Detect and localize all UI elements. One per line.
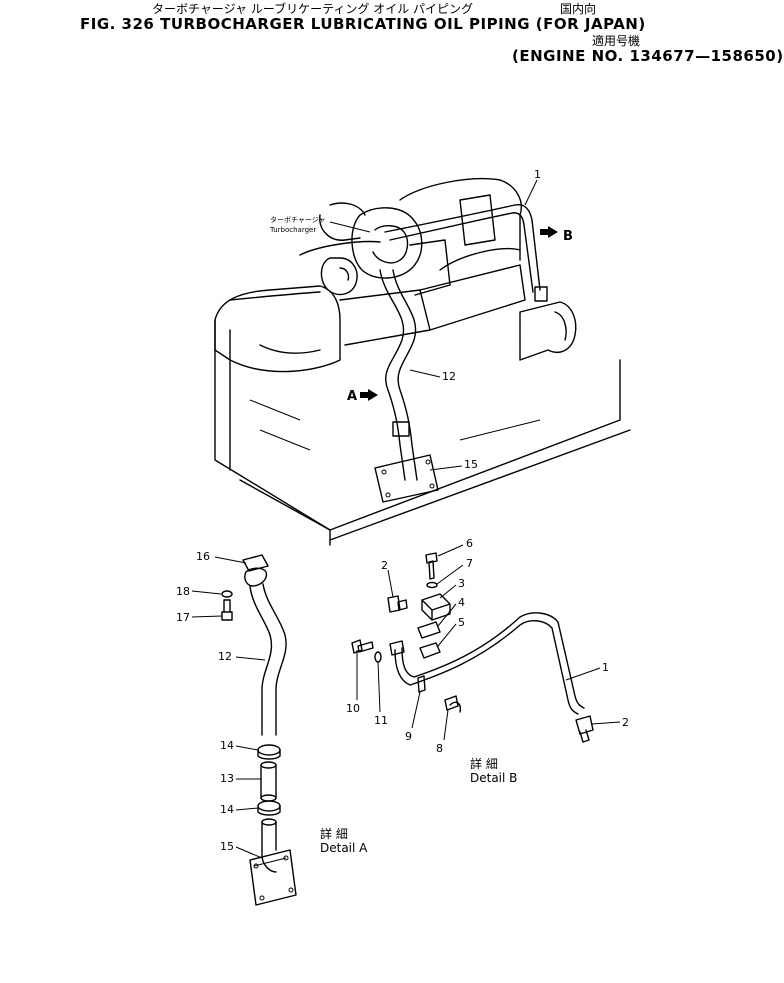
view-a-label: A [347,389,357,404]
callout-5-detail-b: 5 [458,616,465,629]
detail-b-caption-jp: 詳 細 [470,756,498,771]
callout-2-detail-b-upper: 2 [381,559,388,572]
detail-a-caption-en: Detail A [320,841,368,855]
detail-b-view: 6 7 2 3 4 5 1 10 11 9 8 2 詳 細 Detail B [346,537,629,785]
callout-1-detail-b: 1 [602,661,609,674]
engine-serial-range: (ENGINE NO. 134677—158650) [512,47,784,65]
callout-16-detail-a: 16 [196,550,210,563]
detail-a-view: 16 18 17 12 14 13 14 15 詳 細 Detail A [176,550,368,906]
view-b-arrow-icon [540,226,558,238]
callout-14-detail-a-bottom: 14 [220,803,234,816]
view-a-arrow-icon [360,389,378,401]
callout-14-detail-a-top: 14 [220,739,234,752]
callout-9-detail-b: 9 [405,730,412,743]
callout-12-main: 12 [442,370,456,383]
callout-2-detail-b-lower: 2 [622,716,629,729]
detail-b-caption-en: Detail B [470,771,517,785]
callout-18-detail-a: 18 [176,585,190,598]
callout-12-detail-a: 12 [218,650,232,663]
callout-4-detail-b: 4 [458,596,465,609]
callout-17-detail-a: 17 [176,611,190,624]
callout-3-detail-b: 3 [458,577,465,590]
parts-diagram: 1 12 15 ターボチャージャ Turbocharger B A [176,168,631,906]
callout-15-main: 15 [464,458,478,471]
detail-a-caption-jp: 詳 細 [320,826,348,841]
market-japanese: 国内向 [560,2,597,16]
callout-13-detail-a: 13 [220,772,234,785]
callout-8-detail-b: 8 [436,742,443,755]
callout-6-detail-b: 6 [466,537,473,550]
callout-11-detail-b: 11 [374,714,388,727]
callout-1-main: 1 [534,168,541,181]
callout-10-detail-b: 10 [346,702,360,715]
serial-japanese: 適用号機 [592,34,641,48]
callout-15-detail-a: 15 [220,840,234,853]
title-japanese: ターボチャージャ ルーブリケーティング オイル パイピング [152,2,474,16]
figure-title: FIG. 326 TURBOCHARGER LUBRICATING OIL PI… [80,15,646,33]
view-b-label: B [563,229,573,244]
turbocharger-label-jp: ターボチャージャ [270,215,325,224]
callout-7-detail-b: 7 [466,557,473,570]
engine-assembly-view: 1 12 15 ターボチャージャ Turbocharger B A [214,168,631,546]
turbocharger-label-en: Turbocharger [269,226,316,234]
